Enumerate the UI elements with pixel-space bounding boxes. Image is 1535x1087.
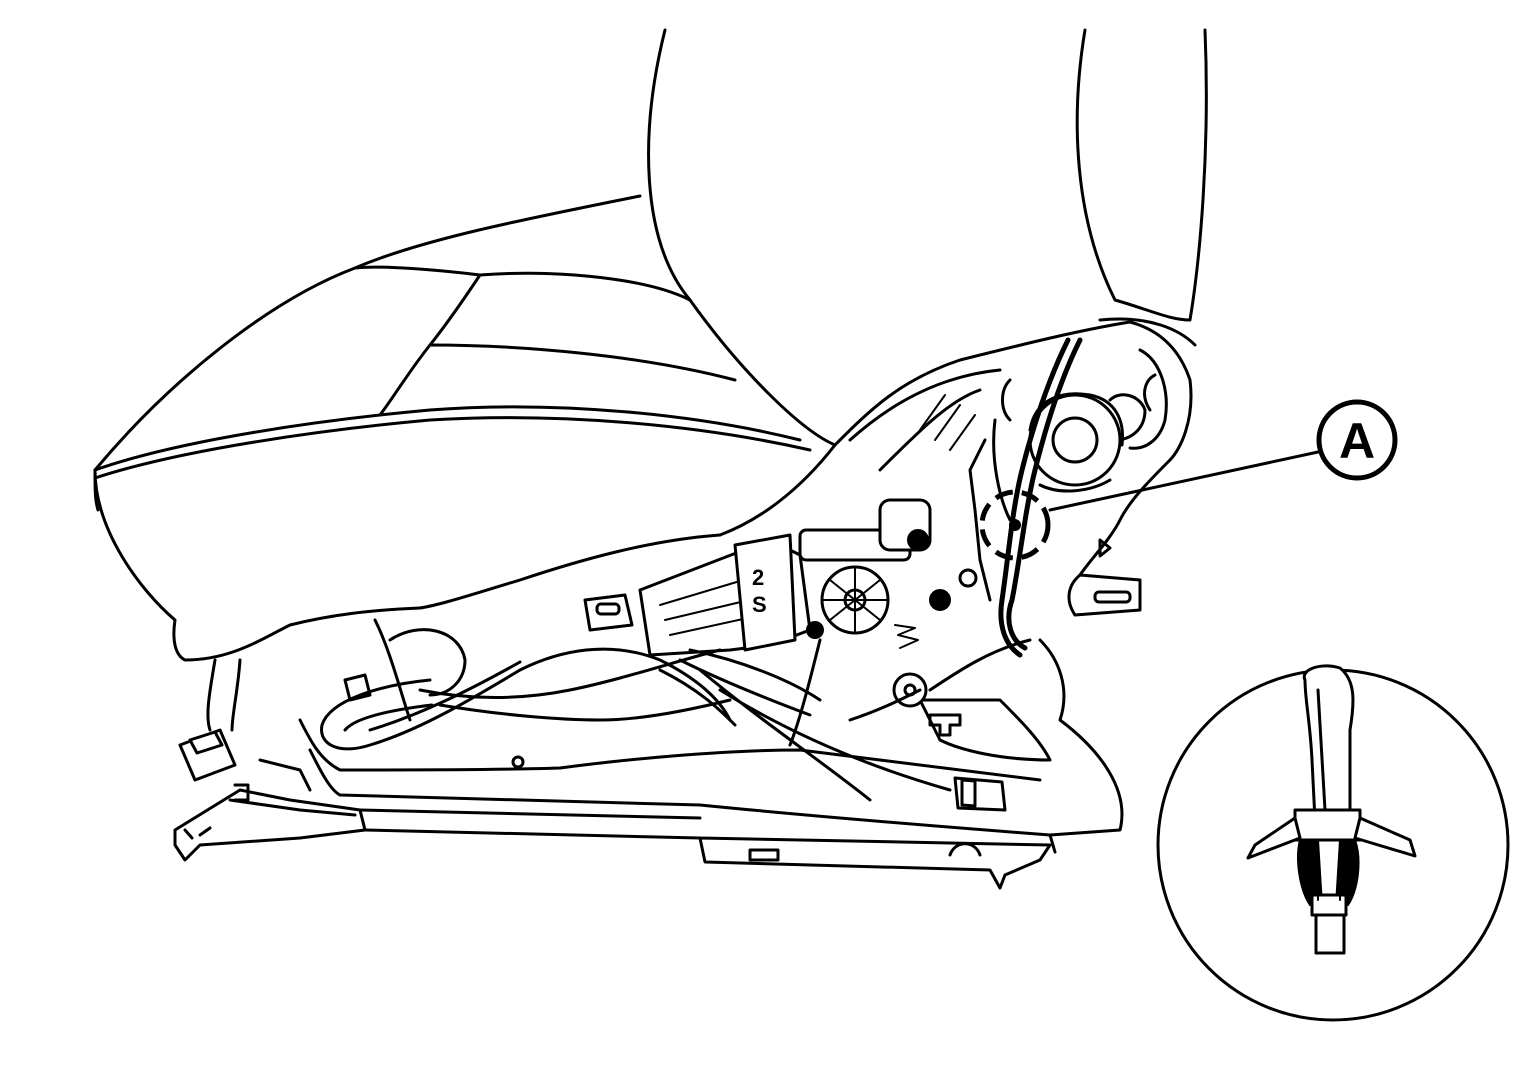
wire-harness-vertical: [998, 337, 1083, 658]
seat-frame-side: [298, 533, 1124, 837]
harness-connector-right: [718, 688, 1007, 812]
seat-cushion: [93, 194, 812, 662]
power-seat-motor: 2 S: [638, 498, 978, 657]
side-shield: [718, 320, 1193, 617]
main-harness: [320, 647, 872, 802]
recliner-mechanism: [968, 392, 1125, 602]
seat-rails: [173, 758, 1057, 890]
lower-frame-internals: [343, 618, 962, 769]
callout-a: A: [1048, 399, 1398, 512]
clip-detail-inset: [1156, 664, 1510, 1022]
clip-location-marker: [979, 489, 1051, 561]
bracket: [583, 593, 634, 632]
callout-label: A: [1339, 413, 1375, 469]
seat-back: [647, 28, 1208, 447]
motor-marking: S: [752, 592, 767, 617]
harness-connector-left: [178, 658, 242, 782]
motor-marking: 2: [752, 565, 764, 590]
